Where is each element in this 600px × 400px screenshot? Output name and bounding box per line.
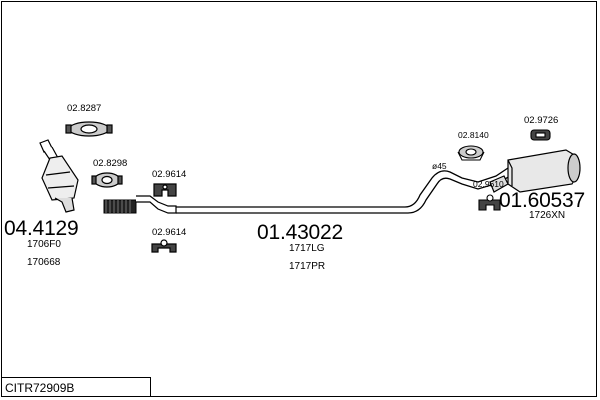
middle-pipe-drawing (176, 167, 511, 214)
fitting-label-clamp-lower: 02.8298 (93, 158, 128, 169)
part-ref-catalyst-1: 1706F0 (27, 239, 61, 250)
fitting-label-hanger-rear: 02.9610 (473, 179, 504, 189)
hanger-lower-drawing (151, 239, 177, 253)
part-number-rear-silencer: 01.60537 (499, 189, 585, 212)
pipe-diameter-label: ø45 (432, 161, 447, 171)
fitting-label-hanger-upper: 02.9614 (152, 169, 187, 180)
fitting-label-clamp-rear: 02.8140 (458, 130, 489, 140)
fitting-label-bracket-rear: 02.9726 (524, 115, 559, 126)
flex-pipe-drawing (103, 195, 177, 214)
part-ref-middle-pipe-1: 1717LG (289, 243, 325, 254)
clamp-rear-drawing (457, 145, 485, 161)
part-number-catalyst: 04.4129 (4, 217, 79, 240)
fitting-label-hanger-lower: 02.9614 (152, 227, 187, 238)
part-ref-rear-silencer-1: 1726XN (529, 210, 566, 221)
hanger-rear-drawing (478, 194, 501, 211)
part-ref-catalyst-2: 170668 (27, 257, 61, 268)
fitting-label-clamp-top: 02.8287 (67, 103, 102, 114)
hanger-upper-drawing (153, 183, 177, 197)
bracket-rear-drawing (530, 129, 551, 141)
part-number-middle-pipe: 01.43022 (257, 221, 343, 244)
clamp-lower-drawing (91, 172, 123, 188)
rear-silencer-drawing (489, 149, 581, 193)
catalyst-drawing (39, 139, 79, 213)
clamp-top-drawing (65, 121, 113, 137)
part-ref-middle-pipe-2: 1717PR (289, 261, 326, 272)
diagram-code: CITR72909B (1, 377, 151, 397)
